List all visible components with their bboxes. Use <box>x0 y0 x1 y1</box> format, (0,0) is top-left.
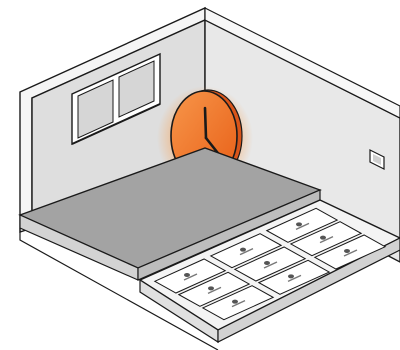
left-wall-base <box>19 228 219 350</box>
panel-mark-line <box>319 236 334 244</box>
panel-mark-icon <box>344 249 350 253</box>
panel-mark-icon <box>232 299 238 304</box>
panel-mark-line <box>183 273 198 281</box>
window <box>71 52 161 146</box>
panel-mark-line <box>231 300 246 308</box>
heating-panel <box>233 246 307 282</box>
panel-mark-icon <box>184 273 190 277</box>
heating-panel <box>257 259 331 295</box>
panel-mark-line <box>343 249 358 257</box>
heating-panel <box>201 285 275 321</box>
heating-panel <box>177 271 251 307</box>
panel-mark-line <box>239 248 254 256</box>
panel-mark-line <box>263 261 278 269</box>
heating-panel <box>209 233 283 269</box>
panel-mark-icon <box>240 247 246 252</box>
panel-mark-line <box>295 222 310 230</box>
panel-mark-icon <box>208 286 214 291</box>
heating-panel <box>265 207 339 243</box>
heating-base-edge-right <box>217 237 400 343</box>
right-wall-top <box>204 7 400 119</box>
heating-panel <box>313 234 387 270</box>
thermostat-icon <box>369 149 385 170</box>
panel-mark-icon <box>288 274 294 279</box>
panel-mark-icon <box>296 222 302 227</box>
heating-panels <box>153 207 387 321</box>
panel-mark-icon <box>320 235 326 240</box>
heating-panel <box>153 258 227 294</box>
heating-panel <box>289 221 363 257</box>
panel-mark-icon <box>264 261 270 265</box>
panel-mark-line <box>287 274 302 282</box>
panel-mark-line <box>207 286 222 294</box>
